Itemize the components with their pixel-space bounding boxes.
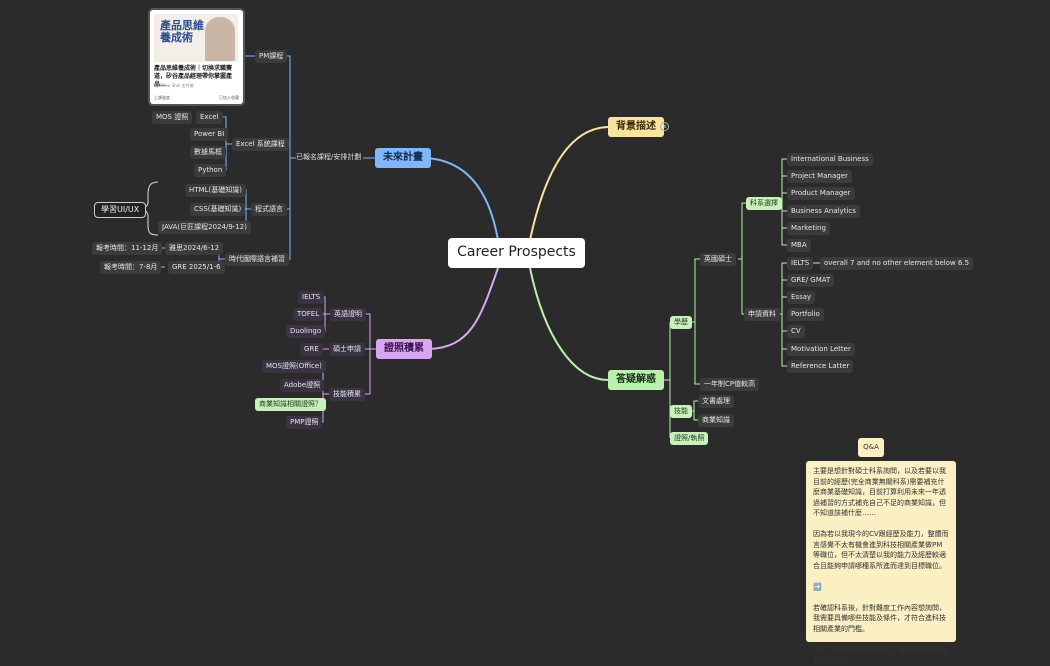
- program-international-business[interactable]: International Business: [787, 153, 873, 166]
- subtopic-skill-accumulation[interactable]: 技能積累: [329, 388, 365, 401]
- subtopic-programming[interactable]: 程式語言: [251, 203, 287, 216]
- subtopic-registered[interactable]: 已報名課程/安排計劃: [296, 153, 362, 161]
- summary-learn-ui-ux[interactable]: 學習UI/UX: [94, 202, 147, 218]
- subtopic-one-year-program[interactable]: 一年制CP值較高: [700, 378, 760, 391]
- qa-note-body[interactable]: 主要是想針對碩士科系詢問，以及若要以我目前的經歷(完全商業無關科系)需要補充什麼…: [806, 461, 956, 664]
- app-cv[interactable]: CV: [787, 325, 805, 338]
- program-product-manager[interactable]: Product Manager: [787, 187, 855, 200]
- collapse-toggle-icon[interactable]: ⊕: [660, 122, 669, 131]
- item-python[interactable]: Python: [194, 164, 227, 177]
- item-business-cert[interactable]: 商業知識相關證照？: [255, 398, 326, 411]
- app-reference-letter[interactable]: Reference Latter: [787, 360, 854, 373]
- item-mos-office[interactable]: MOS證照(Office): [262, 360, 326, 373]
- program-marketing[interactable]: Marketing: [787, 222, 830, 235]
- item-duolingo[interactable]: Duolingo: [286, 325, 326, 338]
- app-ielts-requirement[interactable]: overall 7 and no other element below 6.5: [820, 257, 974, 270]
- item-power-bi[interactable]: Power BI: [190, 128, 229, 141]
- skill-business-knowledge[interactable]: 商業知識: [698, 414, 734, 427]
- link-center-certs: [427, 267, 499, 350]
- subtopic-language-class[interactable]: 時代國際語言補習: [225, 253, 289, 266]
- app-gre-gmat[interactable]: GRE/ GMAT: [787, 274, 835, 287]
- subtopic-excel-system[interactable]: Excel 系統課程: [232, 138, 289, 151]
- item-tofel[interactable]: TOFEL: [293, 308, 324, 321]
- program-project-manager[interactable]: Project Manager: [787, 170, 852, 183]
- item-ielts-course[interactable]: 雅思2024/6-12: [165, 242, 224, 255]
- subtopic-master-application[interactable]: 碩士申請: [329, 343, 365, 356]
- subtopic-program-choice[interactable]: 科系選擇: [746, 197, 782, 210]
- app-ielts[interactable]: IELTS: [787, 257, 814, 270]
- item-ielts-exam-time[interactable]: 報考時間：11-12月: [92, 242, 163, 255]
- app-portfolio[interactable]: Portfolio: [787, 308, 824, 321]
- item-gre-exam-time[interactable]: 報考時間：7-8月: [100, 261, 162, 274]
- item-css[interactable]: CSS(基礎知識): [190, 203, 246, 216]
- link-center-future: [424, 157, 499, 241]
- course-cover-image: 產品思維養成術: [154, 14, 238, 62]
- topic-qa[interactable]: 答疑解惑: [608, 370, 664, 390]
- links-qa: [664, 158, 820, 438]
- mind-map-canvas: Career Prospects 未來計畫 已報名課程/安排計劃 PM課程 產品…: [92, 10, 974, 664]
- subtopic-english-proof[interactable]: 英語證明: [330, 308, 366, 321]
- instructor-photo: [205, 17, 235, 61]
- item-html[interactable]: HTML(基礎知識): [185, 184, 246, 197]
- app-motivation-letter[interactable]: Motivation Letter: [787, 343, 855, 356]
- course-thumbnail-card[interactable]: 產品思維養成術 產品思維養成術｜切換求職賽道，矽谷產品經理帶你掌握產品… by …: [150, 10, 243, 104]
- item-ielts[interactable]: IELTS: [298, 291, 325, 304]
- program-mba[interactable]: MBA: [787, 239, 811, 252]
- program-business-analytics[interactable]: Business Analytics: [787, 205, 860, 218]
- subtopic-certs-licenses[interactable]: 證照/執照: [670, 432, 709, 445]
- topic-certs[interactable]: 證照積累: [376, 339, 432, 359]
- course-author: by Olive Shih 史丹佛: [154, 83, 194, 88]
- subtopic-education[interactable]: 學歷: [670, 316, 692, 329]
- qa-note-title[interactable]: Q&A: [858, 438, 884, 457]
- course-progress-label: 上課進度: [154, 95, 170, 100]
- central-topic[interactable]: Career Prospects: [448, 238, 585, 268]
- course-title: 產品思維養成術｜切換求職賽道，矽谷產品經理帶你掌握產品…: [154, 65, 233, 88]
- subtopic-uk-master[interactable]: 英國碩士: [700, 253, 736, 266]
- item-pmp-cert[interactable]: PMP證照: [286, 416, 323, 429]
- course-saved-label: 已加入收藏: [219, 95, 239, 100]
- topic-future-plan[interactable]: 未來計畫: [375, 148, 431, 168]
- item-adobe-cert[interactable]: Adobe證照: [280, 379, 325, 392]
- subtopic-skills[interactable]: 技能: [670, 405, 692, 418]
- link-center-background: [529, 126, 609, 241]
- subtopic-application-materials[interactable]: 申請資料: [744, 308, 780, 321]
- skill-document-processing[interactable]: 文書處理: [698, 395, 734, 408]
- link-center-qa: [529, 267, 609, 381]
- item-mos-cert[interactable]: MOS 證照: [152, 111, 193, 124]
- item-excel[interactable]: Excel: [196, 111, 223, 124]
- app-essay[interactable]: Essay: [787, 291, 816, 304]
- course-cover-title: 產品思維養成術: [160, 19, 204, 44]
- item-java[interactable]: JAVA(巨匠課程2024/9-12): [158, 221, 251, 234]
- subtopic-pm-course[interactable]: PM課程: [255, 50, 288, 63]
- item-data-frame[interactable]: 數據馬框: [190, 146, 226, 159]
- item-gre-course[interactable]: GRE 2025/1-6: [168, 261, 225, 274]
- item-gre[interactable]: GRE: [300, 343, 323, 356]
- topic-background[interactable]: 背景描述: [608, 117, 664, 137]
